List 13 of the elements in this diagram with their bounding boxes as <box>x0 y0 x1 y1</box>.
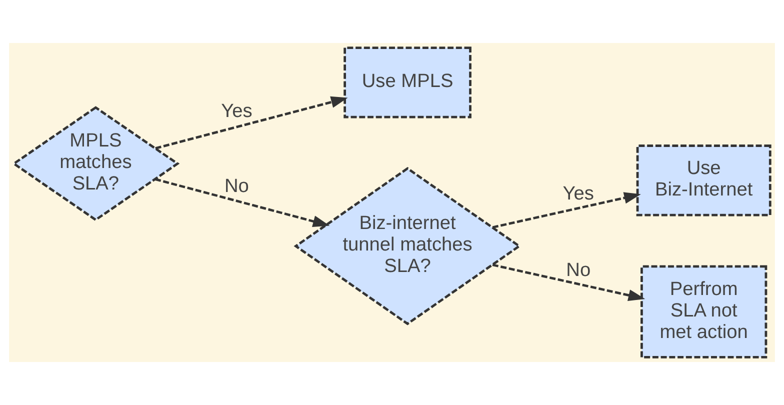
edge-label: Yes <box>562 183 594 204</box>
edge-label: No <box>566 260 591 281</box>
arrow <box>492 264 646 302</box>
arrow <box>492 192 641 229</box>
arrow <box>154 178 330 228</box>
edge-label: No <box>224 176 249 198</box>
node-box: Use Biz-Internet <box>636 144 772 216</box>
node-diamond: Biz-internet tunnel matches SLA? <box>294 167 522 326</box>
edge-label: Yes <box>221 100 252 122</box>
node-diamond: MPLS matches SLA? <box>12 106 180 222</box>
node-box: Use MPLS <box>344 46 472 118</box>
node-box: Perfrom SLA not met action <box>640 265 768 358</box>
arrow <box>155 96 348 150</box>
